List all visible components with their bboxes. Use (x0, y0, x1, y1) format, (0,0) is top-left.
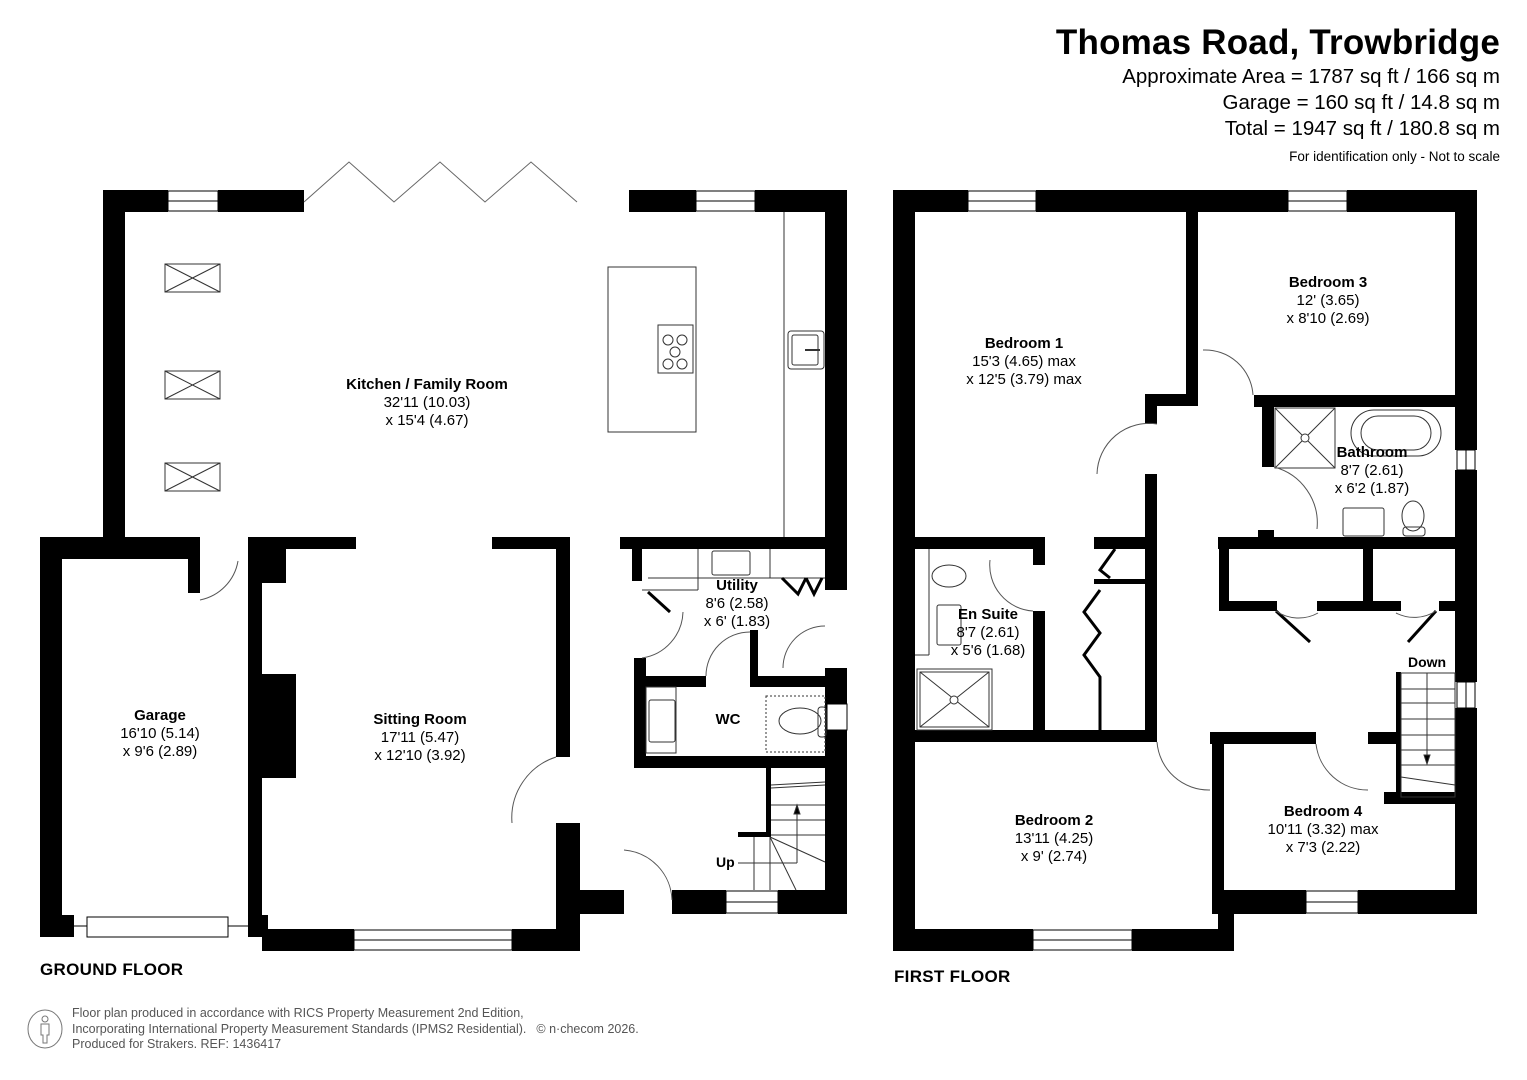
room-dimension: 16'10 (5.14) (120, 725, 200, 742)
stairs-down-label: Down (1408, 654, 1447, 670)
room-dimension: x 6'2 (1.87) (1334, 480, 1410, 497)
room-dimension: 8'7 (2.61) (956, 624, 1020, 641)
room-dimension: x 15'4 (4.67) (385, 412, 469, 429)
room-name: Garage (134, 707, 186, 724)
plan-footer: Floor plan produced in accordance with R… (26, 1006, 639, 1053)
copyright-text: © n·checom 2026. (536, 1021, 639, 1036)
room-bedroom-1: Bedroom 1 15'3 (4.65) max x 12'5 (3.79) … (966, 335, 1081, 389)
first-door-swings (989, 349, 1437, 791)
room-name: Bathroom (1336, 444, 1408, 461)
room-wc: WC (716, 711, 741, 729)
footer-line: Incorporating International Property Mea… (72, 1021, 527, 1036)
room-bedroom-2: Bedroom 2 13'11 (4.25) x 9' (2.74) (1015, 812, 1093, 866)
room-dimension: 17'11 (5.47) (380, 729, 460, 746)
plan-header: Thomas Road, Trowbridge Approximate Area… (1056, 22, 1500, 166)
person-in-circle-icon (27, 1009, 63, 1049)
room-dimension: x 9' (2.74) (1020, 848, 1088, 865)
room-dimension: x 12'10 (3.92) (374, 747, 466, 764)
room-dimension: x 12'5 (3.79) max (966, 371, 1082, 388)
footer-line: Floor plan produced in accordance with R… (72, 1006, 524, 1020)
room-dimension: 15'3 (4.65) max (972, 353, 1076, 370)
property-title: Thomas Road, Trowbridge (1055, 23, 1500, 62)
stairs-up-label: Up (716, 854, 735, 870)
room-name: Bedroom 1 (984, 335, 1064, 352)
room-dimension: x 8'10 (2.69) (1286, 310, 1370, 327)
room-name: Kitchen / Family Room (346, 376, 508, 393)
first-floor-windows (967, 190, 1476, 951)
room-name: WC (715, 711, 741, 728)
room-bathroom: Bathroom 8'7 (2.61) x 6'2 (1.87) (1335, 444, 1410, 498)
footer-text: Floor plan produced in accordance with R… (72, 1006, 639, 1053)
room-en-suite: En Suite 8'7 (2.61) x 5'6 (1.68) (951, 606, 1026, 660)
room-dimension: 13'11 (4.25) (1014, 830, 1094, 847)
room-sitting-room: Sitting Room 17'11 (5.47) x 12'10 (3.92) (373, 711, 466, 765)
room-dimension: 10'11 (3.32) max (1267, 821, 1379, 838)
room-dimension: x 6' (1.83) (703, 613, 771, 630)
ground-floor-windows (74, 190, 848, 951)
approximate-area: Approximate Area = 1787 sq ft / 166 sq m (1122, 65, 1500, 88)
first-floor-label: FIRST FLOOR (894, 967, 1011, 986)
room-name: Sitting Room (373, 711, 467, 728)
ground-floor-label: GROUND FLOOR (40, 960, 184, 979)
bifold-doors (303, 161, 578, 203)
room-name: Bedroom 3 (1288, 274, 1368, 291)
scale-disclaimer: For identification only - Not to scale (1289, 149, 1500, 164)
wardrobe-doors (1082, 548, 1438, 730)
room-name: En Suite (957, 606, 1019, 623)
room-dimension: x 7'3 (2.22) (1285, 839, 1361, 856)
room-dimension: 32'11 (10.03) (383, 394, 471, 411)
room-utility: Utility 8'6 (2.58) x 6' (1.83) (704, 577, 770, 631)
ground-stairs (738, 781, 826, 891)
room-name: Bedroom 2 (1014, 812, 1094, 829)
room-bedroom-3: Bedroom 3 12' (3.65) x 8'10 (2.69) (1287, 274, 1370, 328)
room-dimension: 12' (3.65) (1296, 292, 1360, 309)
ground-floor-walls (40, 190, 847, 951)
kitchen-fixtures (164, 212, 825, 537)
room-dimension: 8'6 (2.58) (705, 595, 769, 612)
ground-door-swings (199, 560, 826, 901)
room-name: Bedroom 4 (1283, 803, 1363, 820)
room-kitchen-family: Kitchen / Family Room 32'11 (10.03) x 15… (346, 376, 508, 430)
garage-area: Garage = 160 sq ft / 14.8 sq m (1222, 91, 1500, 114)
first-floor-fixtures (915, 407, 1456, 798)
room-name: Utility (716, 577, 758, 594)
total-area: Total = 1947 sq ft / 180.8 sq m (1224, 117, 1500, 140)
room-dimension: x 5'6 (1.68) (950, 642, 1026, 659)
room-dimension: 8'7 (2.61) (1340, 462, 1404, 479)
utility-wc-fixtures (642, 549, 827, 754)
footer-line: Produced for Strakers. REF: 1436417 (72, 1037, 282, 1051)
kitchen-island (607, 266, 697, 433)
room-dimension: x 9'6 (2.89) (122, 743, 198, 760)
room-bedroom-4: Bedroom 4 10'11 (3.32) max x 7'3 (2.22) (1268, 803, 1379, 857)
first-floor-walls (893, 190, 1477, 951)
room-garage: Garage 16'10 (5.14) x 9'6 (2.89) (120, 707, 200, 761)
